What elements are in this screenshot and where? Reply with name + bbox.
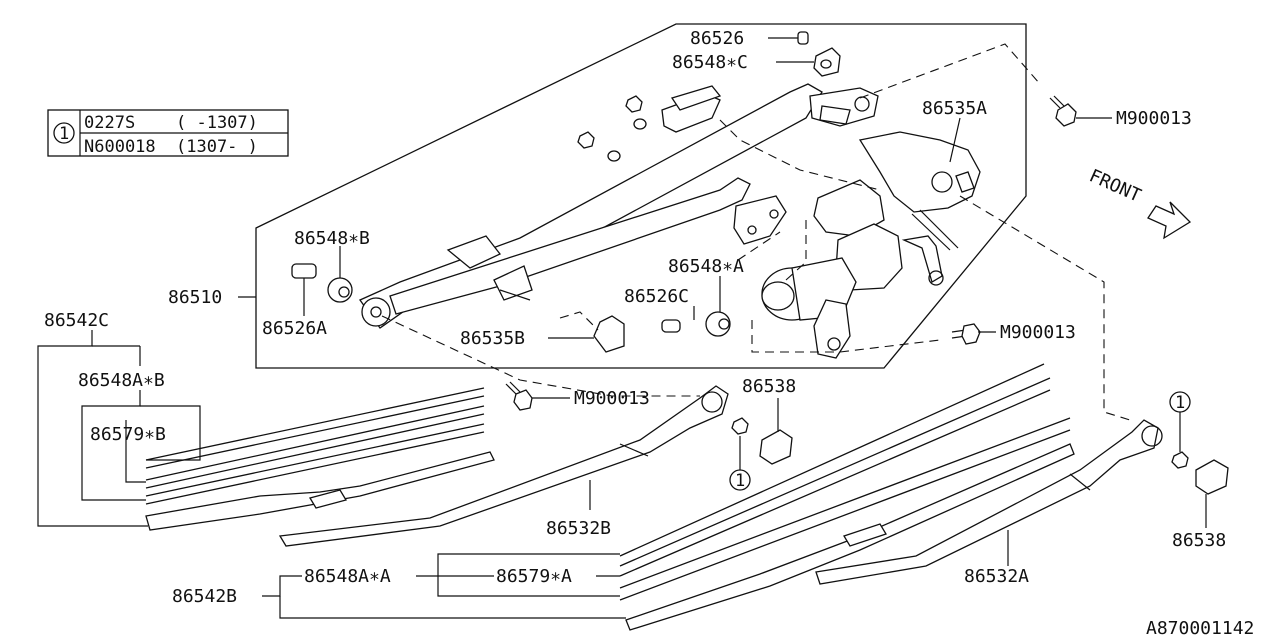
washer-icon [633,118,647,130]
label-86548C: 86548∗C [672,52,748,73]
cap-86526-icon [797,31,809,45]
nut-icon [625,95,643,113]
bolt-m900013-mid-icon [951,323,981,345]
label-86542B: 86542B [172,586,237,607]
grommet-86548A-icon [705,311,731,337]
diagram-id: A870001142 [1146,618,1254,639]
grommet-86548C-icon [813,47,841,77]
cap-86535B-icon [593,315,625,353]
nut-icon [577,131,595,149]
label-86532B: 86532B [546,518,611,539]
label-86548A-B: 86548A∗B [78,370,165,391]
washer-icon [607,150,621,162]
wiper-arm-left [278,385,729,547]
wiper-motor [761,179,944,359]
label-86535B: 86535B [460,328,525,349]
legend-row-1-part: 0227S [84,113,135,133]
wiper-blade-right [619,363,1075,631]
label-86532A: 86532A [964,566,1029,587]
label-86548A: 86548∗A [668,256,744,277]
callout-1-right: 1 [1169,391,1191,452]
label-86526A: 86526A [262,318,327,339]
label-86526: 86526 [690,28,744,49]
legend-table: 1 0227S ( -1307) N600018 (1307- ) [47,109,289,157]
cap-86526C-icon [661,319,681,333]
label-m900013-top: M900013 [1116,108,1192,129]
label-86526C: 86526C [624,286,689,307]
nut-icon [731,417,749,435]
label-86548A-A: 86548A∗A [304,566,391,587]
label-86542C: 86542C [44,310,109,331]
svg-text:1: 1 [735,471,745,491]
label-86538-left: 86538 [742,376,796,397]
front-label: FRONT [1086,165,1144,206]
label-86538-right: 86538 [1172,530,1226,551]
label-86579-A: 86579∗A [496,566,572,587]
nut-icon [1171,451,1189,469]
dashed-guide-lines [381,43,1131,421]
pivot-bracket-86535A [858,131,981,213]
part-labels: 86526 86548∗C 86535A M900013 86548∗B 865… [44,28,1254,639]
legend-row-1-range: ( -1307) [176,113,258,133]
wiper-arm-right [815,419,1163,585]
label-m900013-low: M900013 [574,388,650,409]
legend-ref-number: 1 [59,124,69,144]
label-86510: 86510 [168,287,222,308]
cap-86538-left-icon [759,429,793,465]
label-86579-B: 86579∗B [90,424,166,445]
bolt-m900013-top-icon [1049,95,1077,127]
label-86548B: 86548∗B [294,228,370,249]
cap-86526A-icon [291,263,317,279]
svg-text:1: 1 [1175,393,1185,413]
front-arrow: FRONT [1086,165,1192,240]
linkage-assembly-outline [255,23,1027,369]
wiper-linkage [359,83,879,329]
bracket-upper [670,85,722,111]
label-86535A: 86535A [922,98,987,119]
legend-row-2-part: N600018 [84,137,156,157]
label-m900013-mid: M900013 [1000,322,1076,343]
cap-86538-right-icon [1195,459,1229,495]
legend-row-2-range: (1307- ) [176,137,258,157]
wiper-blade-left [145,387,495,531]
leader-lines [37,37,1207,619]
bolt-m900013-low-icon [505,381,533,411]
callout-1-left: 1 [729,436,751,491]
